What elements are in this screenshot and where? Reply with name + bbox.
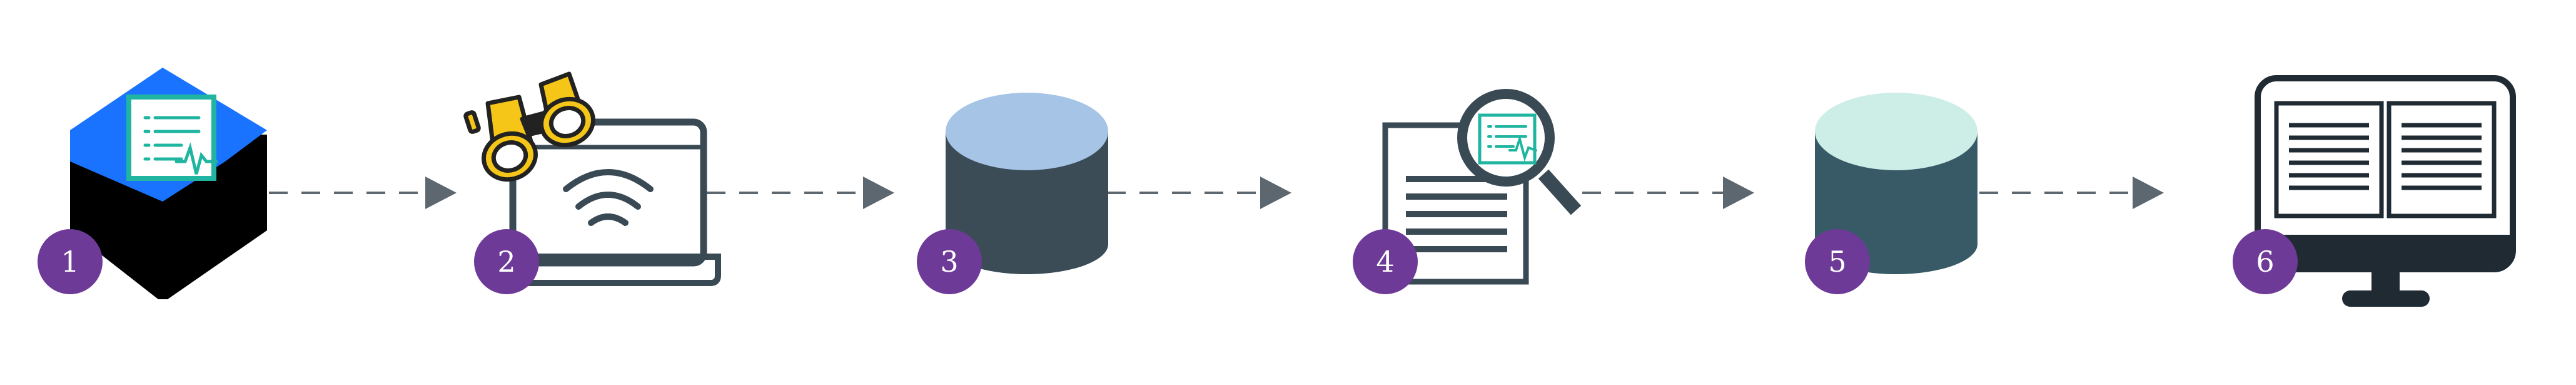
connector-4-5 <box>1582 177 1754 209</box>
binoculars-icon <box>463 71 595 182</box>
step-badge: 5 <box>1805 229 1870 294</box>
arrowhead-icon <box>863 177 894 209</box>
svg-text:4: 4 <box>1376 245 1394 279</box>
connector-3-4 <box>1107 177 1291 209</box>
svg-text:1: 1 <box>61 245 79 279</box>
step-badge: 1 <box>38 229 103 294</box>
step-badge: 2 <box>474 229 539 294</box>
laptop-binoculars-wifi-icon <box>463 71 721 286</box>
connector-5-6 <box>1979 177 2164 209</box>
svg-text:5: 5 <box>1828 245 1846 279</box>
database-icon <box>946 93 1108 274</box>
connector-2-3 <box>707 177 894 209</box>
arrowhead-icon <box>1723 177 1754 209</box>
report-box-icon <box>70 68 267 299</box>
svg-text:2: 2 <box>497 245 515 279</box>
step-3: 3 <box>917 93 1108 294</box>
monitor-open-book-icon <box>2255 75 2516 307</box>
step-badge: 3 <box>917 229 982 294</box>
arrowhead-icon <box>1260 177 1291 209</box>
step-2: 2 <box>463 71 721 294</box>
step-badge: 6 <box>2233 229 2298 294</box>
connector-1-2 <box>269 177 457 209</box>
magnifier-icon <box>1457 89 1582 215</box>
step-6: 6 <box>2233 75 2516 307</box>
svg-text:6: 6 <box>2256 245 2274 279</box>
arrowhead-icon <box>2133 177 2164 209</box>
svg-text:3: 3 <box>940 245 958 279</box>
step-badge: 4 <box>1353 229 1418 294</box>
arrowhead-icon <box>425 177 457 209</box>
wifi-icon <box>563 169 654 226</box>
document-magnifier-icon <box>1382 89 1582 285</box>
step-5: 5 <box>1805 93 1977 294</box>
step-1: 1 <box>38 68 267 299</box>
step-4: 4 <box>1353 89 1582 294</box>
